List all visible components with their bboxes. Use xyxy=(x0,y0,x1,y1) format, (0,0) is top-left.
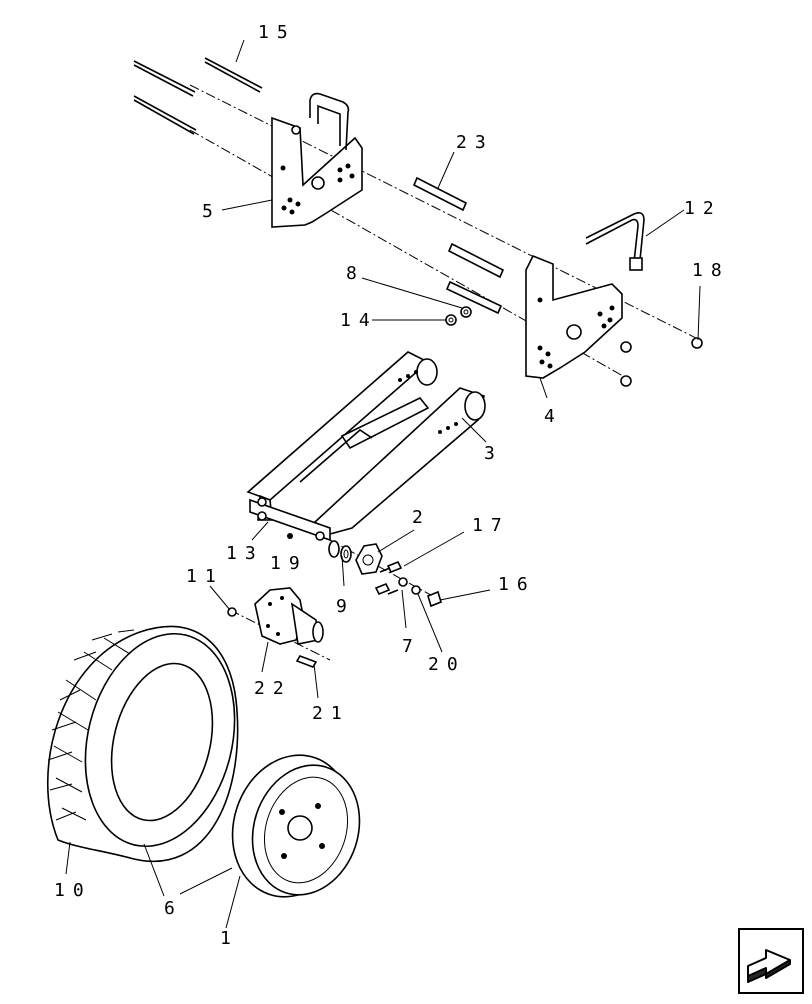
callout-9: 9 xyxy=(336,596,355,617)
rods-part-15 xyxy=(133,57,263,135)
callout-14: 14 xyxy=(340,310,378,331)
callout-22: 22 xyxy=(254,678,292,699)
callout-leaders xyxy=(65,39,701,929)
callout-3: 3 xyxy=(484,443,503,464)
callout-4: 4 xyxy=(544,406,563,427)
callout-7: 7 xyxy=(402,636,421,657)
callout-15: 15 xyxy=(258,22,296,43)
tire-part-10 xyxy=(46,625,239,863)
callout-12: 12 xyxy=(684,198,722,219)
bolts-parts-7-16-17-20 xyxy=(374,560,442,608)
callout-1: 1 xyxy=(220,928,239,949)
bearing-washers-parts-2-9 xyxy=(328,540,383,575)
callout-16: 16 xyxy=(498,574,536,595)
callout-18: 18 xyxy=(692,260,730,281)
pin-part-19 xyxy=(287,533,293,539)
callout-19: 19 xyxy=(270,553,308,574)
callout-5: 5 xyxy=(202,201,221,222)
callout-21: 21 xyxy=(312,703,350,724)
right-bracket-part-4 xyxy=(525,254,623,379)
bent-pin-part-12 xyxy=(585,212,645,271)
left-bracket-part-5 xyxy=(271,92,363,228)
callout-20: 20 xyxy=(428,654,466,675)
next-page-button[interactable] xyxy=(738,928,804,994)
callout-6: 6 xyxy=(164,898,183,919)
nuts-parts-8-14-18 xyxy=(445,306,703,387)
callout-23: 23 xyxy=(456,132,494,153)
spacer-tubes-part-23 xyxy=(412,176,505,315)
callout-2: 2 xyxy=(412,507,431,528)
next-page-arrow-icon xyxy=(747,949,791,983)
callout-11: 11 xyxy=(186,566,224,587)
callout-17: 17 xyxy=(472,515,510,536)
callout-13: 13 xyxy=(226,543,264,564)
swing-arm-part-3 xyxy=(246,351,486,542)
hub-part-22 xyxy=(227,587,324,668)
callout-10: 10 xyxy=(54,880,92,901)
wheel-rim-part-1 xyxy=(231,754,361,898)
callout-8: 8 xyxy=(346,263,365,284)
